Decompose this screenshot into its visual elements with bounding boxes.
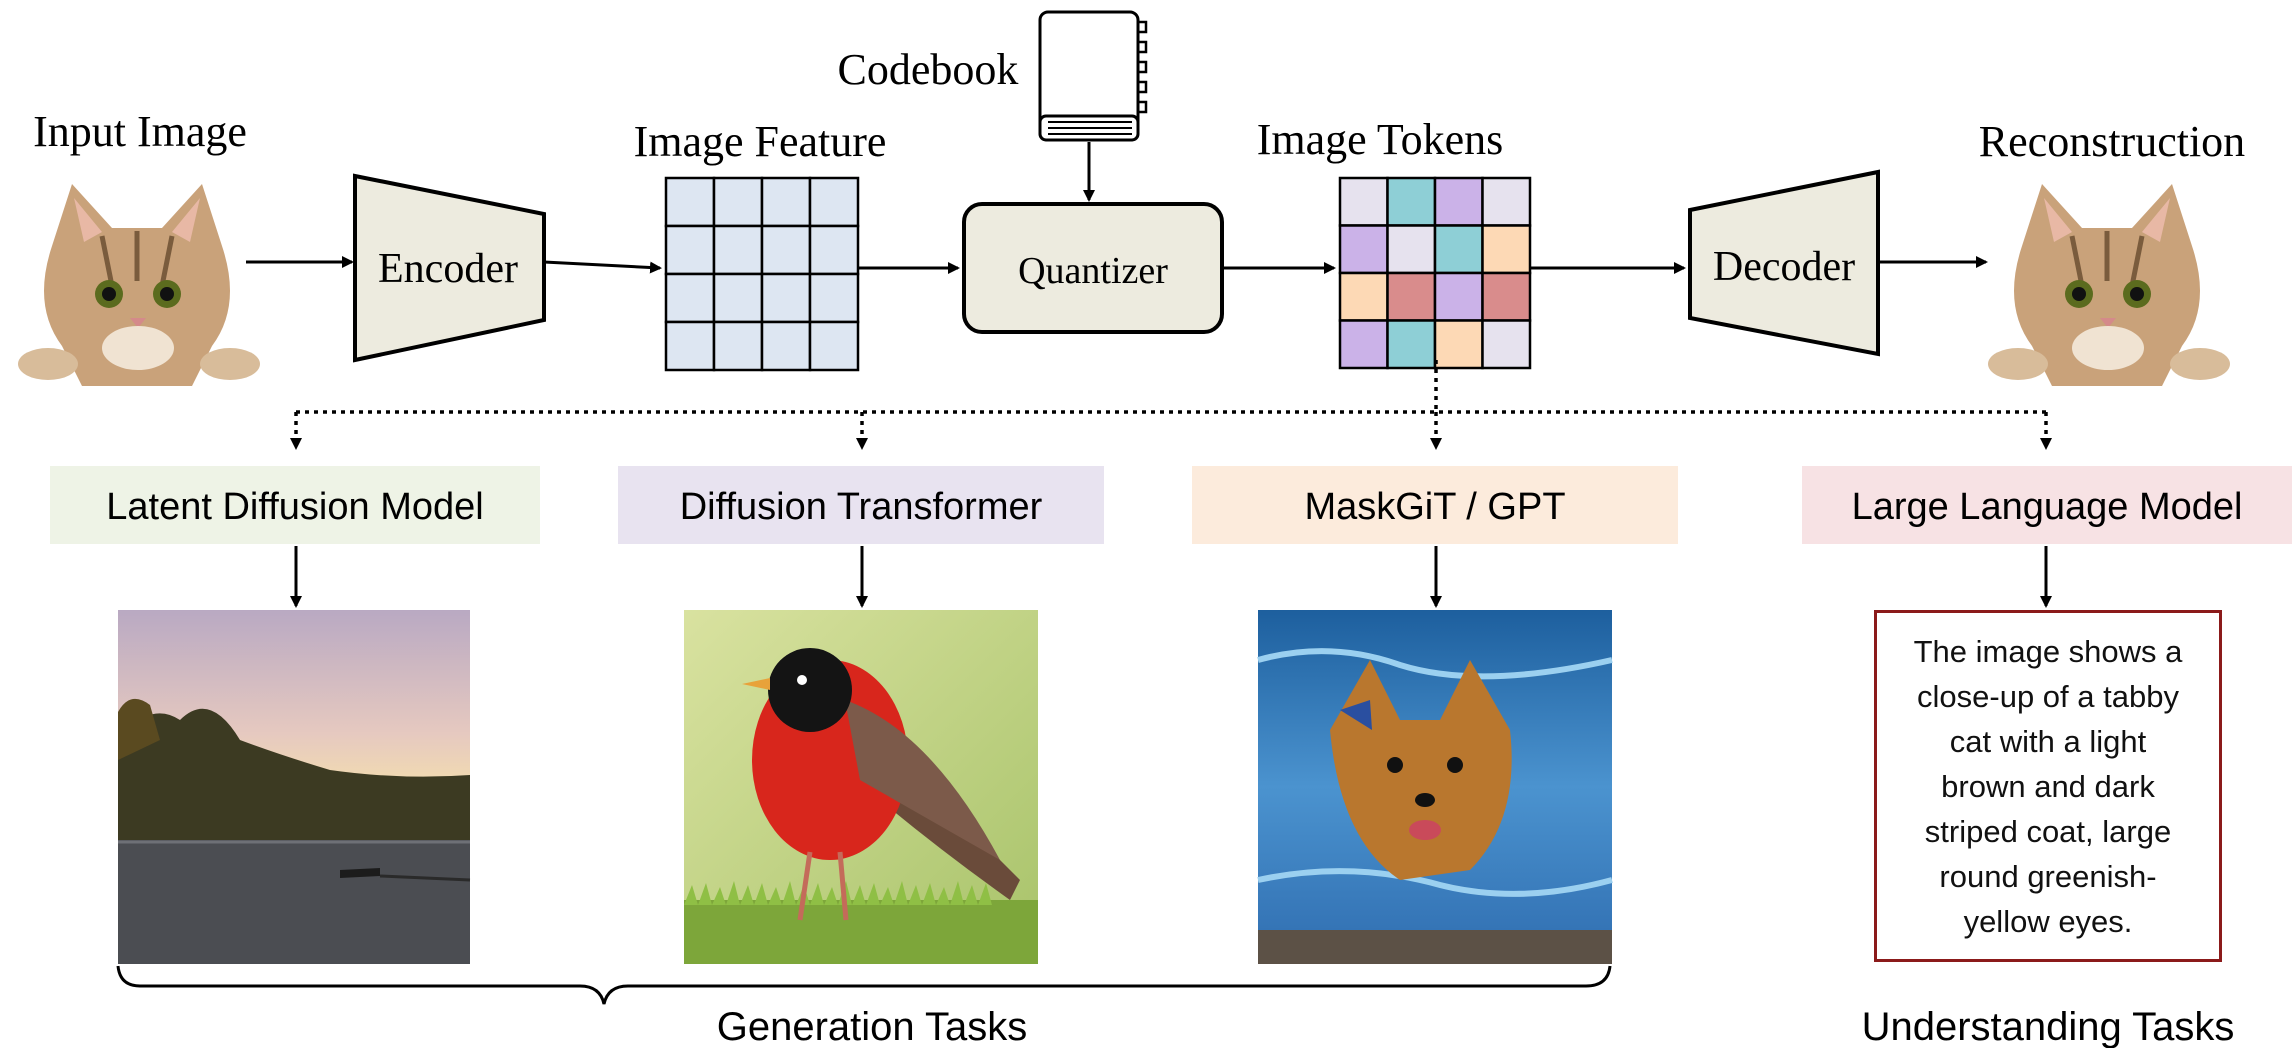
maskgit-gpt-box — [1192, 466, 1678, 544]
quantizer-label: Quantizer — [1018, 250, 1168, 292]
understanding-tasks-label: Understanding Tasks — [1862, 1005, 2235, 1048]
feature-cell — [664, 176, 716, 228]
llm-caption-box: The image shows a close-up of a tabby ca… — [1874, 610, 2222, 962]
feature-cell — [712, 224, 764, 276]
token-cell — [1433, 319, 1484, 370]
token-cell — [1433, 224, 1484, 275]
feature-cell — [808, 176, 860, 228]
token-cell — [1338, 271, 1389, 322]
image-tokens-label: Image Tokens — [1257, 115, 1504, 164]
reconstruction-cat-image — [1988, 184, 2230, 386]
large-language-model-label: Large Language Model — [1852, 486, 2243, 528]
feature-cell — [664, 320, 716, 372]
generation-tasks-label: Generation Tasks — [717, 1005, 1028, 1048]
token-cell — [1433, 271, 1484, 322]
token-cell — [1433, 176, 1484, 227]
decoder-block — [1688, 169, 1880, 357]
token-cell — [1481, 271, 1532, 322]
arrow-encoder-feature — [543, 260, 662, 274]
token-cell — [1386, 224, 1437, 275]
feature-cell — [760, 176, 812, 228]
feature-cell — [712, 320, 764, 372]
feature-cell — [808, 224, 860, 276]
llm-caption-text: The image shows a close-up of a tabby ca… — [1913, 633, 2183, 939]
maskgit-gpt-label: MaskGiT / GPT — [1304, 486, 1565, 528]
input-image-label: Input Image — [33, 107, 247, 156]
feature-cell — [808, 272, 860, 324]
encoder-label: Encoder — [378, 246, 518, 292]
token-cell — [1338, 176, 1389, 227]
generated-dog-image — [1257, 610, 1613, 964]
token-cell — [1481, 224, 1532, 275]
diffusion-transformer-box — [618, 466, 1104, 544]
feature-cell — [664, 272, 716, 324]
feature-cell — [760, 224, 812, 276]
token-cell — [1386, 176, 1437, 227]
dotted-connectors — [290, 360, 2052, 450]
latent-diffusion-box — [50, 466, 540, 544]
input-cat-image — [18, 184, 260, 386]
image-feature-label: Image Feature — [634, 117, 887, 166]
feature-cell — [760, 320, 812, 372]
feature-cell — [664, 224, 716, 276]
token-cell — [1386, 319, 1437, 370]
codebook-label: Codebook — [838, 45, 1019, 94]
image-feature-grid — [664, 176, 860, 372]
generated-lake-image — [118, 610, 471, 964]
feature-cell — [760, 272, 812, 324]
large-language-model-box — [1802, 466, 2292, 544]
token-cell — [1386, 271, 1437, 322]
codebook-book-icon — [1038, 10, 1148, 142]
feature-cell — [712, 272, 764, 324]
token-cell — [1338, 224, 1389, 275]
token-cell — [1481, 176, 1532, 227]
diffusion-transformer-label: Diffusion Transformer — [680, 486, 1043, 528]
feature-cell — [712, 176, 764, 228]
token-cell — [1338, 319, 1389, 370]
decoder-label: Decoder — [1713, 244, 1855, 290]
encoder-block — [353, 173, 546, 363]
token-cell — [1481, 319, 1532, 370]
generation-brace — [116, 965, 1612, 1005]
latent-diffusion-label: Latent Diffusion Model — [106, 486, 483, 528]
image-tokens-grid — [1338, 176, 1532, 370]
generated-bird-image — [684, 610, 1038, 964]
reconstruction-label: Reconstruction — [1979, 117, 2245, 166]
feature-cell — [808, 320, 860, 372]
